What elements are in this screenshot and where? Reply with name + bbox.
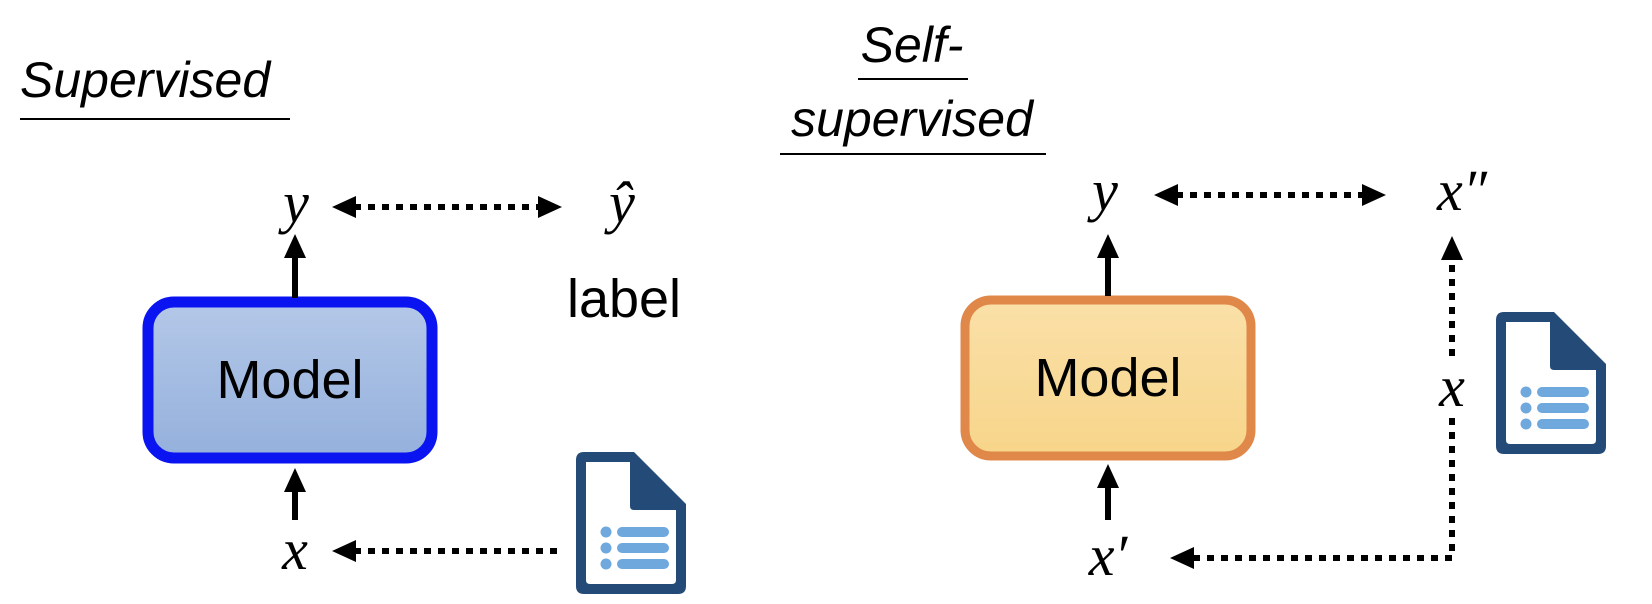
self-source-to-target-arrow	[1441, 236, 1463, 356]
self-model-to-output-arrow	[1097, 234, 1119, 296]
self-source-to-input-arrow	[1170, 418, 1455, 569]
supervised-model-box	[142, 296, 438, 464]
supervised-document-icon	[576, 452, 686, 594]
self-source-x: x	[1438, 354, 1465, 419]
self-supervised-title-line1: Self-	[861, 17, 964, 73]
self-input-to-model-arrow	[1097, 464, 1119, 520]
self-input-x-prime: x′	[1088, 523, 1129, 588]
self-document-icon	[1496, 312, 1606, 454]
self-supervised-title-line2: supervised	[791, 91, 1035, 147]
self-model-box	[960, 295, 1256, 461]
supervised-label-caption: label	[567, 269, 681, 329]
supervised-input-x: x	[281, 517, 308, 582]
supervised-panel: Supervised y ŷ label Model x	[20, 52, 686, 594]
supervised-model-label: Model	[216, 350, 363, 410]
supervised-title: Supervised	[20, 52, 272, 108]
self-target-x-double-prime: x″	[1436, 158, 1488, 223]
supervised-data-arrow	[332, 540, 560, 562]
supervised-input-to-model-arrow	[284, 468, 306, 520]
supervised-output-y: y	[278, 170, 309, 235]
supervised-model-to-output-arrow	[284, 234, 306, 298]
self-output-y: y	[1087, 158, 1118, 223]
supervised-target-yhat: ŷ	[604, 170, 635, 235]
self-compare-arrow	[1154, 184, 1386, 206]
supervised-compare-arrow	[332, 196, 562, 218]
self-model-label: Model	[1034, 348, 1181, 408]
self-supervised-panel: Self- supervised y x″ Model x′ x	[780, 17, 1606, 588]
